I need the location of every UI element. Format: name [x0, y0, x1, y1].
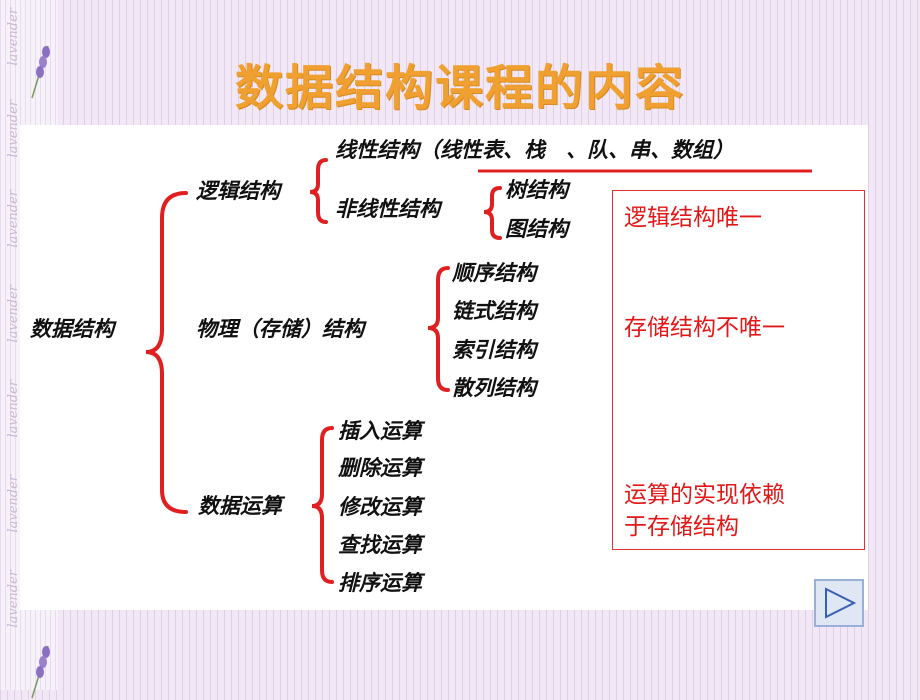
linear-structure-label: 线性结构（线性表、栈 、队、串、数组）	[335, 137, 734, 162]
slide-title: 数据结构课程的内容	[234, 60, 685, 116]
lavender-sprig-icon	[31, 45, 50, 99]
physical-item: 散列结构	[452, 375, 536, 400]
tree-structure-item: 树结构	[505, 177, 568, 202]
note-operation-depends-line1: 运算的实现依赖	[624, 482, 785, 508]
lavender-sprig-icon	[31, 645, 50, 699]
notes-box	[612, 190, 865, 550]
operation-item: 查找运算	[338, 532, 422, 557]
physical-item: 顺序结构	[452, 260, 536, 285]
logical-structure-label: 逻辑结构	[196, 178, 280, 203]
play-triangle-icon	[825, 587, 857, 619]
nonlinear-structure-label: 非线性结构	[335, 196, 440, 221]
note-operation-depends-line2: 于存储结构	[624, 514, 739, 540]
physical-item: 链式结构	[452, 298, 536, 323]
physical-structure-label: 物理（存储）结构	[196, 316, 364, 341]
operations-label: 数据运算	[198, 493, 282, 518]
operation-item: 删除运算	[338, 455, 422, 480]
note-storage-not-unique: 存储结构不唯一	[624, 315, 785, 341]
next-slide-button[interactable]	[814, 579, 864, 627]
note-logical-unique: 逻辑结构唯一	[624, 205, 762, 231]
physical-item: 索引结构	[452, 337, 536, 362]
root-label: 数据结构	[30, 316, 114, 341]
operation-item: 修改运算	[338, 494, 422, 519]
graph-structure-item: 图结构	[505, 216, 568, 241]
operation-item: 排序运算	[338, 570, 422, 595]
operation-item: 插入运算	[338, 418, 422, 443]
